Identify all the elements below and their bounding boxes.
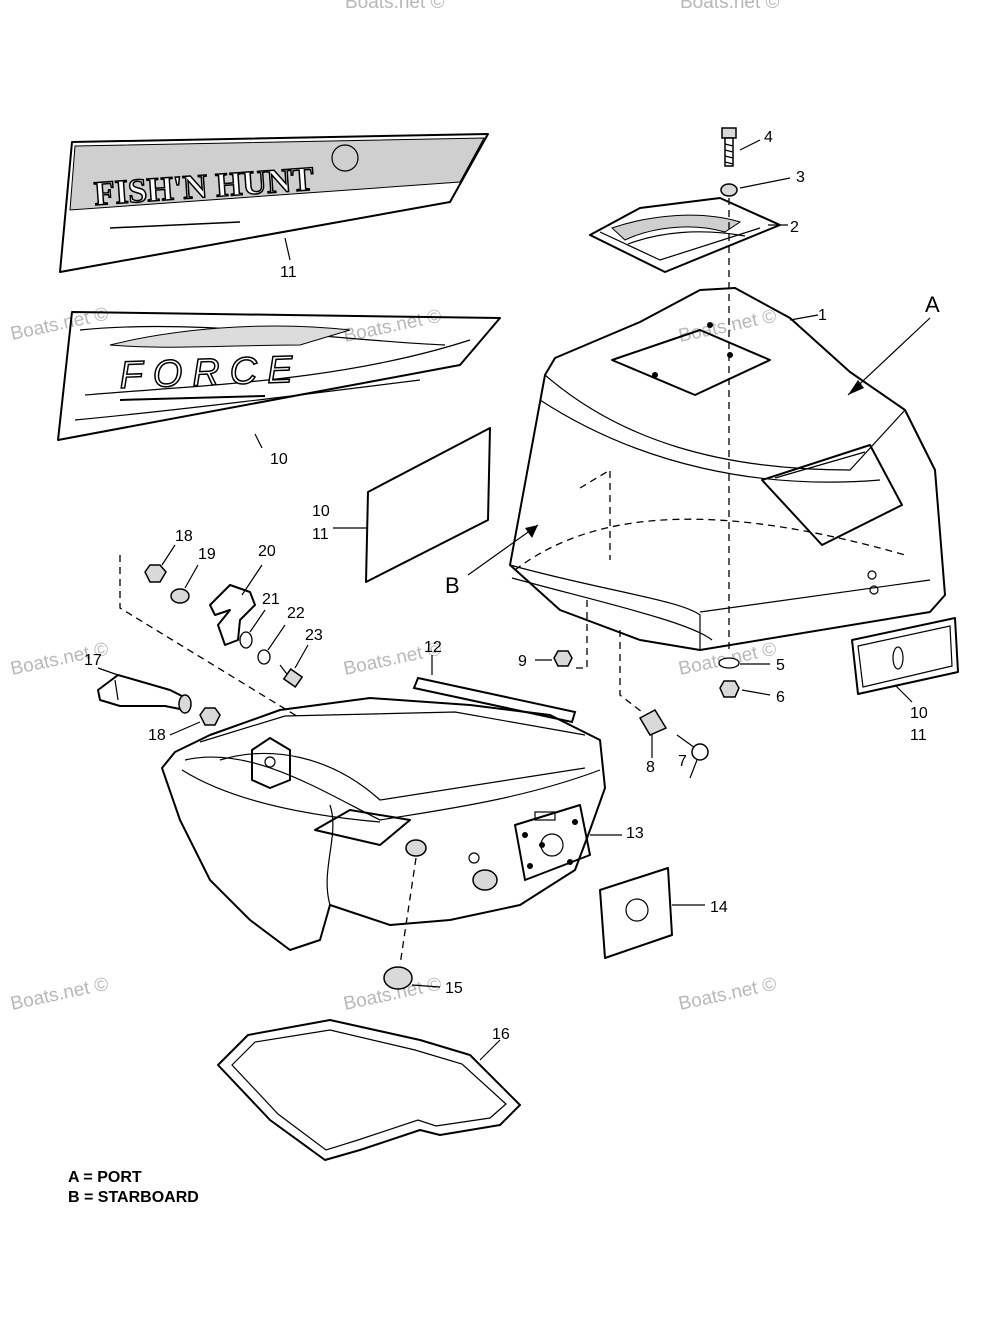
washer	[257, 649, 271, 665]
decal-plate-small	[851, 617, 959, 695]
callout-13: 13	[626, 825, 644, 842]
decal-plate-rect	[365, 427, 491, 583]
bottom-seal	[217, 1019, 521, 1161]
callout-1: 1	[818, 307, 827, 324]
watermark: Boats.net ©	[680, 0, 780, 13]
callout-9: 9	[518, 653, 527, 670]
callout-18: 18	[148, 727, 166, 744]
callout-a: A	[925, 292, 940, 317]
callout-10: 10	[270, 451, 288, 468]
decal-fishnhunt: FISH'N HUNT	[59, 133, 489, 273]
callout-23: 23	[305, 627, 323, 644]
washer	[170, 588, 190, 604]
callout-11: 11	[312, 526, 329, 543]
seal-strip	[412, 676, 577, 724]
watermark: Boats.net ©	[677, 306, 779, 347]
screw	[721, 127, 737, 167]
callout-10: 10	[910, 705, 928, 722]
watermark: Boats.net ©	[677, 974, 779, 1015]
nut	[199, 707, 221, 726]
grommet	[638, 709, 668, 736]
nut	[144, 564, 167, 583]
callout-12: 12	[424, 639, 442, 656]
callout-19: 19	[198, 546, 216, 563]
nut	[553, 650, 573, 667]
callout-20: 20	[258, 543, 276, 560]
callout-4: 4	[764, 129, 773, 146]
watermark: Boats.net ©	[342, 306, 444, 347]
callout-16: 16	[492, 1026, 510, 1043]
callout-18: 18	[175, 528, 193, 545]
callout-21: 21	[262, 591, 280, 608]
callout-5: 5	[776, 657, 785, 674]
callout-17: 17	[84, 652, 102, 669]
callout-6: 6	[776, 689, 785, 706]
callout-14: 14	[710, 899, 728, 916]
callout-3: 3	[796, 169, 805, 186]
callout-10: 10	[312, 503, 330, 520]
callout-11: 11	[280, 264, 297, 281]
washer	[239, 631, 253, 649]
callout-b: B	[445, 573, 460, 598]
callout-8: 8	[646, 759, 655, 776]
top-cowl	[509, 287, 946, 651]
washer	[720, 183, 738, 197]
svg-text:FORCE: FORCE	[119, 349, 303, 397]
callout-22: 22	[287, 605, 305, 622]
callout-7: 7	[678, 753, 687, 770]
plug-grommet	[383, 966, 413, 990]
watermark: Boats.net ©	[9, 304, 111, 345]
latch-hook	[209, 584, 256, 646]
legend-port: A = PORT	[68, 1169, 142, 1186]
callout-2: 2	[790, 219, 799, 236]
washer	[718, 657, 740, 669]
watermark: Boats.net ©	[9, 974, 111, 1015]
legend-starboard: B = STARBOARD	[68, 1189, 199, 1206]
callout-15: 15	[445, 980, 463, 997]
gasket-plate	[599, 867, 673, 959]
nut	[719, 680, 740, 698]
pin	[676, 734, 709, 761]
decal-force: FORCE	[57, 311, 501, 441]
bottom-cowl	[161, 697, 606, 966]
latch-handle	[97, 674, 192, 714]
callout-11: 11	[910, 727, 927, 744]
watermark: Boats.net ©	[345, 0, 445, 13]
bolt	[279, 664, 304, 688]
rear-cover	[589, 197, 781, 273]
